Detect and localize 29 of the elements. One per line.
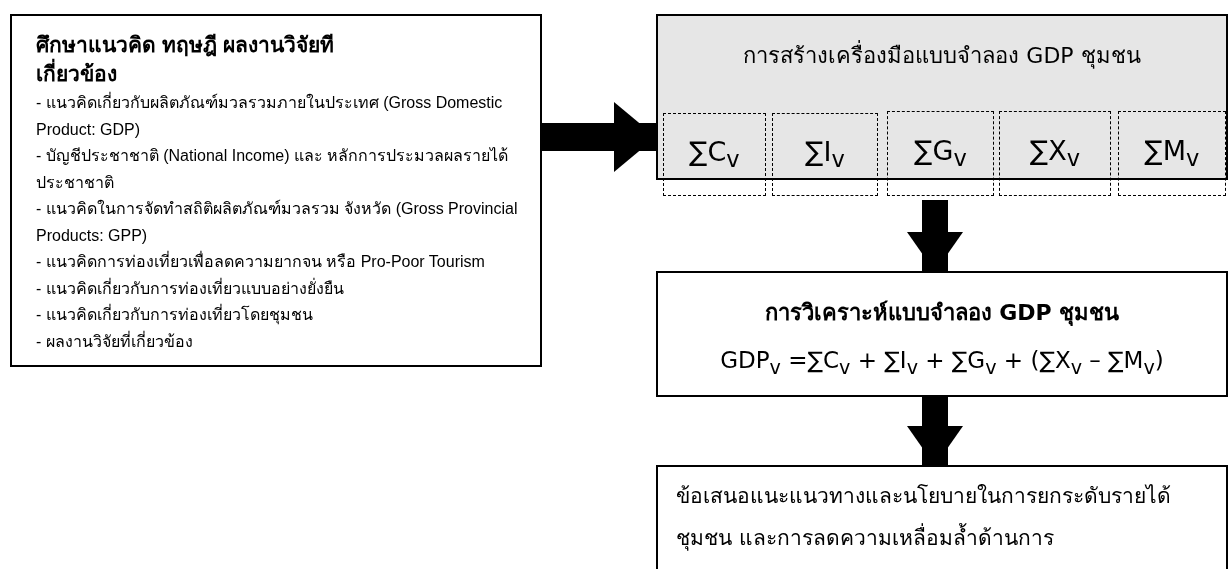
box-text: ข้อเสนอแนะแนวทางและนโยบายในการยกระดับรายได้ชุมชน และการลดความเหลื่อมล้ำด้านการ	[676, 483, 1172, 553]
list-item: - ผลงานวิจัยที่เกี่ยวข้อง	[36, 330, 194, 352]
component-box	[1118, 111, 1226, 196]
list-item: - แนวคิดเกี่ยวกับการท่องเที่ยวแบบอย่างยั่งยืน	[36, 277, 345, 299]
process-box	[656, 271, 1228, 397]
concept-box	[10, 14, 542, 367]
list-item: - แนวคิดการท่องเที่ยวเพื่อลดความยากจน หรือ Pro-Poor Tourism	[36, 250, 486, 272]
list-item: - แนวคิดเกี่ยวกับผลิตภัณฑ์มวลรวมภายในประเทศ (Gross Domestic Product: GDP)	[36, 91, 504, 140]
component-box	[999, 111, 1111, 196]
sum-term: ∑M$_{v}$	[1144, 135, 1200, 172]
process-box	[656, 14, 1228, 180]
block-arrow	[542, 102, 656, 172]
result-box	[656, 465, 1228, 569]
component-box	[663, 113, 766, 196]
list-item: - แนวคิดเกี่ยวกับการท่องเที่ยวโดยชุมชน	[36, 303, 314, 327]
component-box	[887, 111, 994, 196]
sum-term: ∑C$_{v}$	[689, 136, 740, 173]
formula: GDP$_{v}$ =∑C$_{v}$ + ∑I$_{v}$ + ∑G$_{v}$ + (∑X$_{v}$ – ∑M$_{v}$)	[719, 346, 1165, 381]
component-box	[772, 113, 878, 196]
sum-term: ∑X$_{v}$	[1030, 135, 1080, 172]
box-heading: ศึกษาแนวคิด ทฤษฎี ผลงานวิจัยที เกี่ยวข้อง	[36, 32, 335, 87]
box-title: การวิเคราะห์แบบจำลอง GDP ชุมชน	[763, 299, 1121, 328]
sum-term: ∑G$_{v}$	[914, 135, 967, 172]
block-arrow	[907, 200, 963, 272]
list-item: - แนวคิดในการจัดทำสถิติผลิตภัณฑ์มวลรวม จังหวัด (Gross Provincial Products: GPP)	[36, 198, 519, 246]
block-arrow	[907, 397, 963, 466]
sum-term: ∑I$_{v}$	[805, 136, 845, 173]
box-title: การสร้างเครื่องมือแบบจำลอง GDP ชุมชน	[658, 38, 1226, 73]
list-item: - บัญชีประชาชาติ (National Income) และ หลักการประมวลผลรายได้ประชาชาติ	[36, 146, 510, 193]
